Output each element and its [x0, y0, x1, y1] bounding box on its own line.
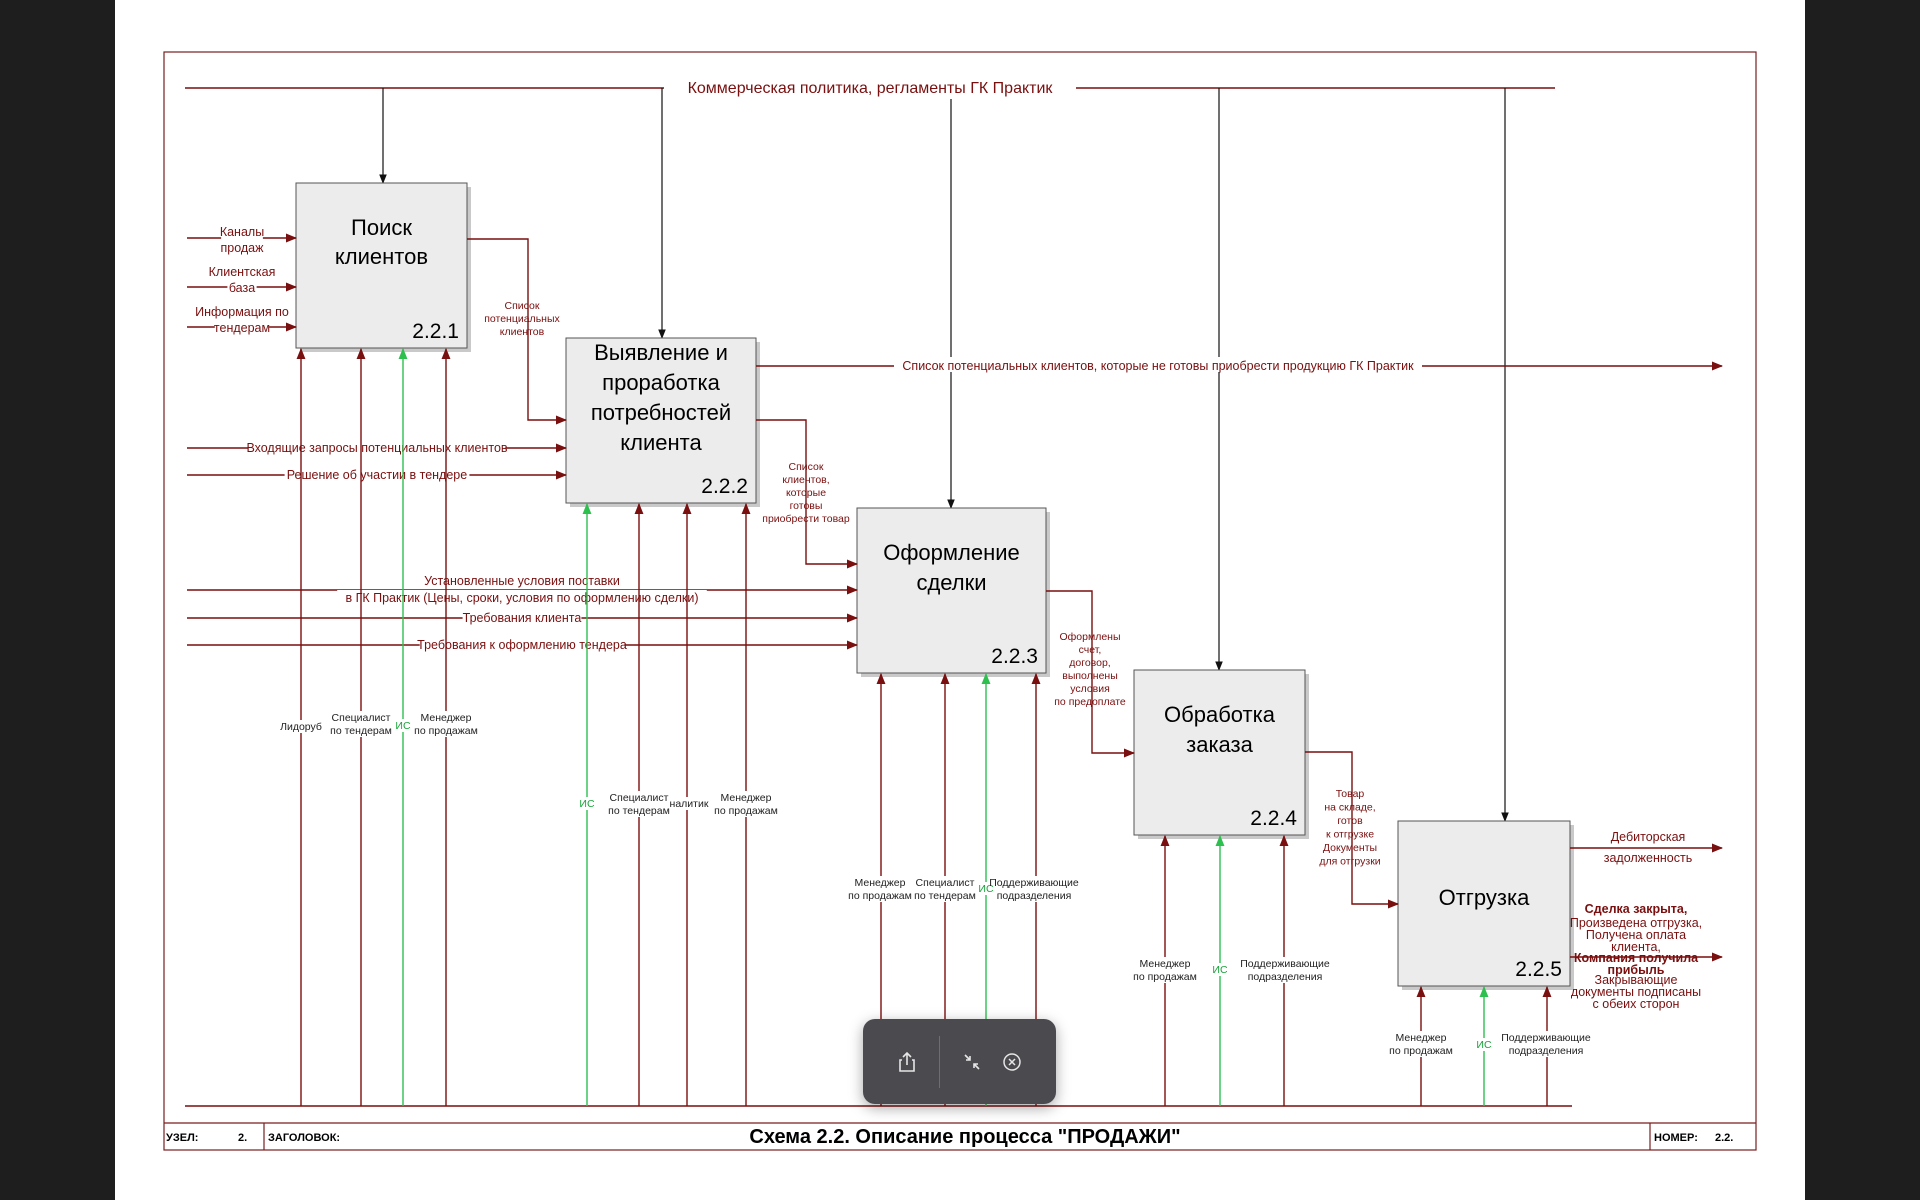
floating-toolbar [863, 1019, 1056, 1104]
mechanism-label-box1-3: ИС [395, 720, 411, 732]
collapse-button[interactable] [952, 1042, 992, 1082]
share-icon [899, 1051, 915, 1072]
close-circle-icon [1003, 1052, 1021, 1071]
box-number: 2.2.3 [991, 645, 1038, 668]
footer-node-label: УЗЕЛ: [166, 1132, 198, 1144]
footer-node-value: 2. [238, 1132, 247, 1144]
flow-1-2 [467, 238, 568, 425]
output-label-not-ready: Список потенциальных клиентов, которые н… [902, 359, 1414, 373]
input-label-client-requirements: Требования клиента [463, 611, 582, 625]
diagram-frame [163, 51, 1757, 1151]
share-button[interactable] [887, 1042, 927, 1082]
mechanism-label-box4-2: ИС [1212, 964, 1228, 976]
flow-4-5 [1305, 751, 1400, 909]
mechanism-label-box3-3: ИС [978, 883, 994, 895]
input-label-tender-requirements: Требования к оформлению тендера [417, 638, 627, 652]
input-label-incoming-requests: Входящие запросы потенциальных клиентов [246, 441, 507, 455]
box-number: 2.2.5 [1515, 958, 1562, 981]
mechanism-lines [185, 347, 1572, 1107]
outputs-box5 [1570, 843, 1724, 962]
footer-header-label: ЗАГОЛОВОК: [268, 1132, 340, 1144]
control-label-policy: Коммерческая политика, регламенты ГК Пра… [688, 80, 1054, 97]
footer-title: Схема 2.2. Описание процесса "ПРОДАЖИ" [749, 1126, 1180, 1148]
footer: УЗЕЛ: 2. ЗАГОЛОВОК: Схема 2.2. Описание … [164, 1122, 1756, 1150]
mechanism-label-box5-2: ИС [1476, 1039, 1492, 1051]
flow-3-4 [1046, 590, 1136, 758]
box-number: 2.2.4 [1250, 807, 1297, 830]
input-label-tender-decision: Решение об участии в тендере [287, 468, 467, 482]
collapse-icon [964, 1053, 980, 1070]
output-label-deal-closed: Сделка закрыта, [1585, 902, 1688, 916]
footer-number-value: 2.2. [1715, 1132, 1733, 1144]
box-number: 2.2.2 [701, 475, 748, 498]
mechanism-label-box1-1: Лидоруб [280, 721, 322, 733]
activity-box-2.2.5[interactable]: Отгрузка 2.2.5 [1397, 820, 1574, 990]
box-title: Отгрузка [1439, 885, 1530, 910]
footer-number-label: НОМЕР: [1654, 1132, 1698, 1144]
mechanism-label-box2-1: ИС [579, 798, 595, 810]
toolbar-separator [939, 1035, 940, 1088]
mechanism-label-box2-3: налитик [670, 798, 709, 810]
box-number: 2.2.1 [412, 320, 459, 343]
flow-2-3 [756, 419, 859, 569]
close-button[interactable] [992, 1042, 1032, 1082]
